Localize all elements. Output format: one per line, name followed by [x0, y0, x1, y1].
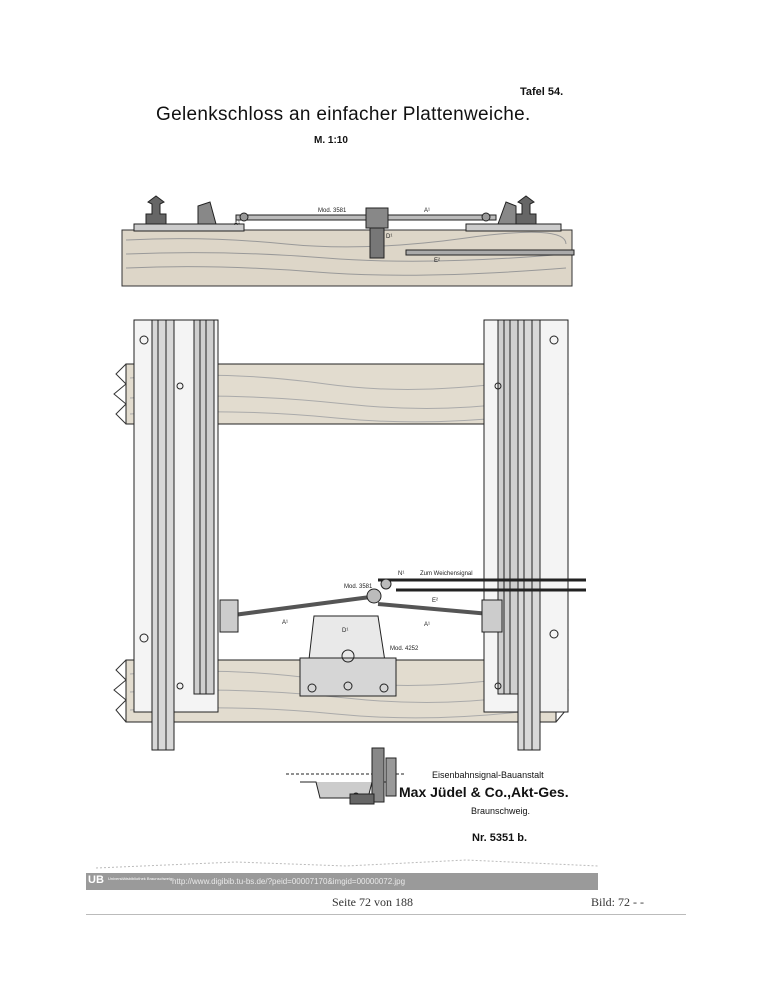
plate-title: Gelenkschloss an einfacher Plattenweiche… [156, 104, 531, 125]
source-url[interactable]: http://www.digibib.tu-bs.de/?peid=000071… [172, 877, 406, 886]
label-a1-plan-left: A¹ [282, 620, 288, 626]
label-a1-left: A¹ [234, 221, 240, 227]
maker-line-1: Eisenbahnsignal-Bauanstalt [432, 770, 544, 780]
section-detail [286, 747, 406, 805]
label-e2-plan: E² [432, 598, 438, 604]
scanned-plate: Tafel 54. Gelenkschloss an einfacher Pla… [86, 68, 598, 876]
maker-line-2: Max Jüdel & Co.,Akt-Ges. [399, 784, 569, 800]
library-footer-strip: UB Universitätsbibliothek Braunschweig h… [86, 873, 598, 890]
scale-label: M. 1:10 [314, 135, 348, 146]
label-d1-plan: D¹ [342, 628, 349, 634]
label-mod3581-plan: Mod. 3581 [344, 584, 373, 590]
maker-line-3: Braunschweig. [471, 806, 531, 816]
ub-logo: UB [88, 874, 104, 886]
label-e2-top: E² [434, 258, 440, 264]
ub-logo-subtitle: Universitätsbibliothek Braunschweig [108, 876, 173, 881]
footer-divider [86, 914, 686, 915]
image-counter: Bild: 72 - - [591, 895, 644, 909]
label-zum-weichensignal: Zum Weichensignal [420, 571, 473, 577]
elevation-view [121, 195, 575, 287]
page-counter: Seite 72 von 188 [332, 895, 413, 909]
label-a1-plan-right: A¹ [424, 622, 430, 628]
label-mod4252: Mod. 4252 [390, 646, 419, 652]
plan-view [95, 319, 598, 869]
plate-number: Tafel 54. [520, 86, 564, 98]
label-d1-top: D¹ [386, 234, 393, 240]
label-n1: N¹ [398, 571, 405, 577]
drawing-number: Nr. 5351 b. [472, 832, 528, 844]
technical-drawing [95, 195, 598, 869]
label-mod3581-top: Mod. 3581 [318, 208, 347, 214]
label-a1-right: A¹ [424, 208, 430, 214]
